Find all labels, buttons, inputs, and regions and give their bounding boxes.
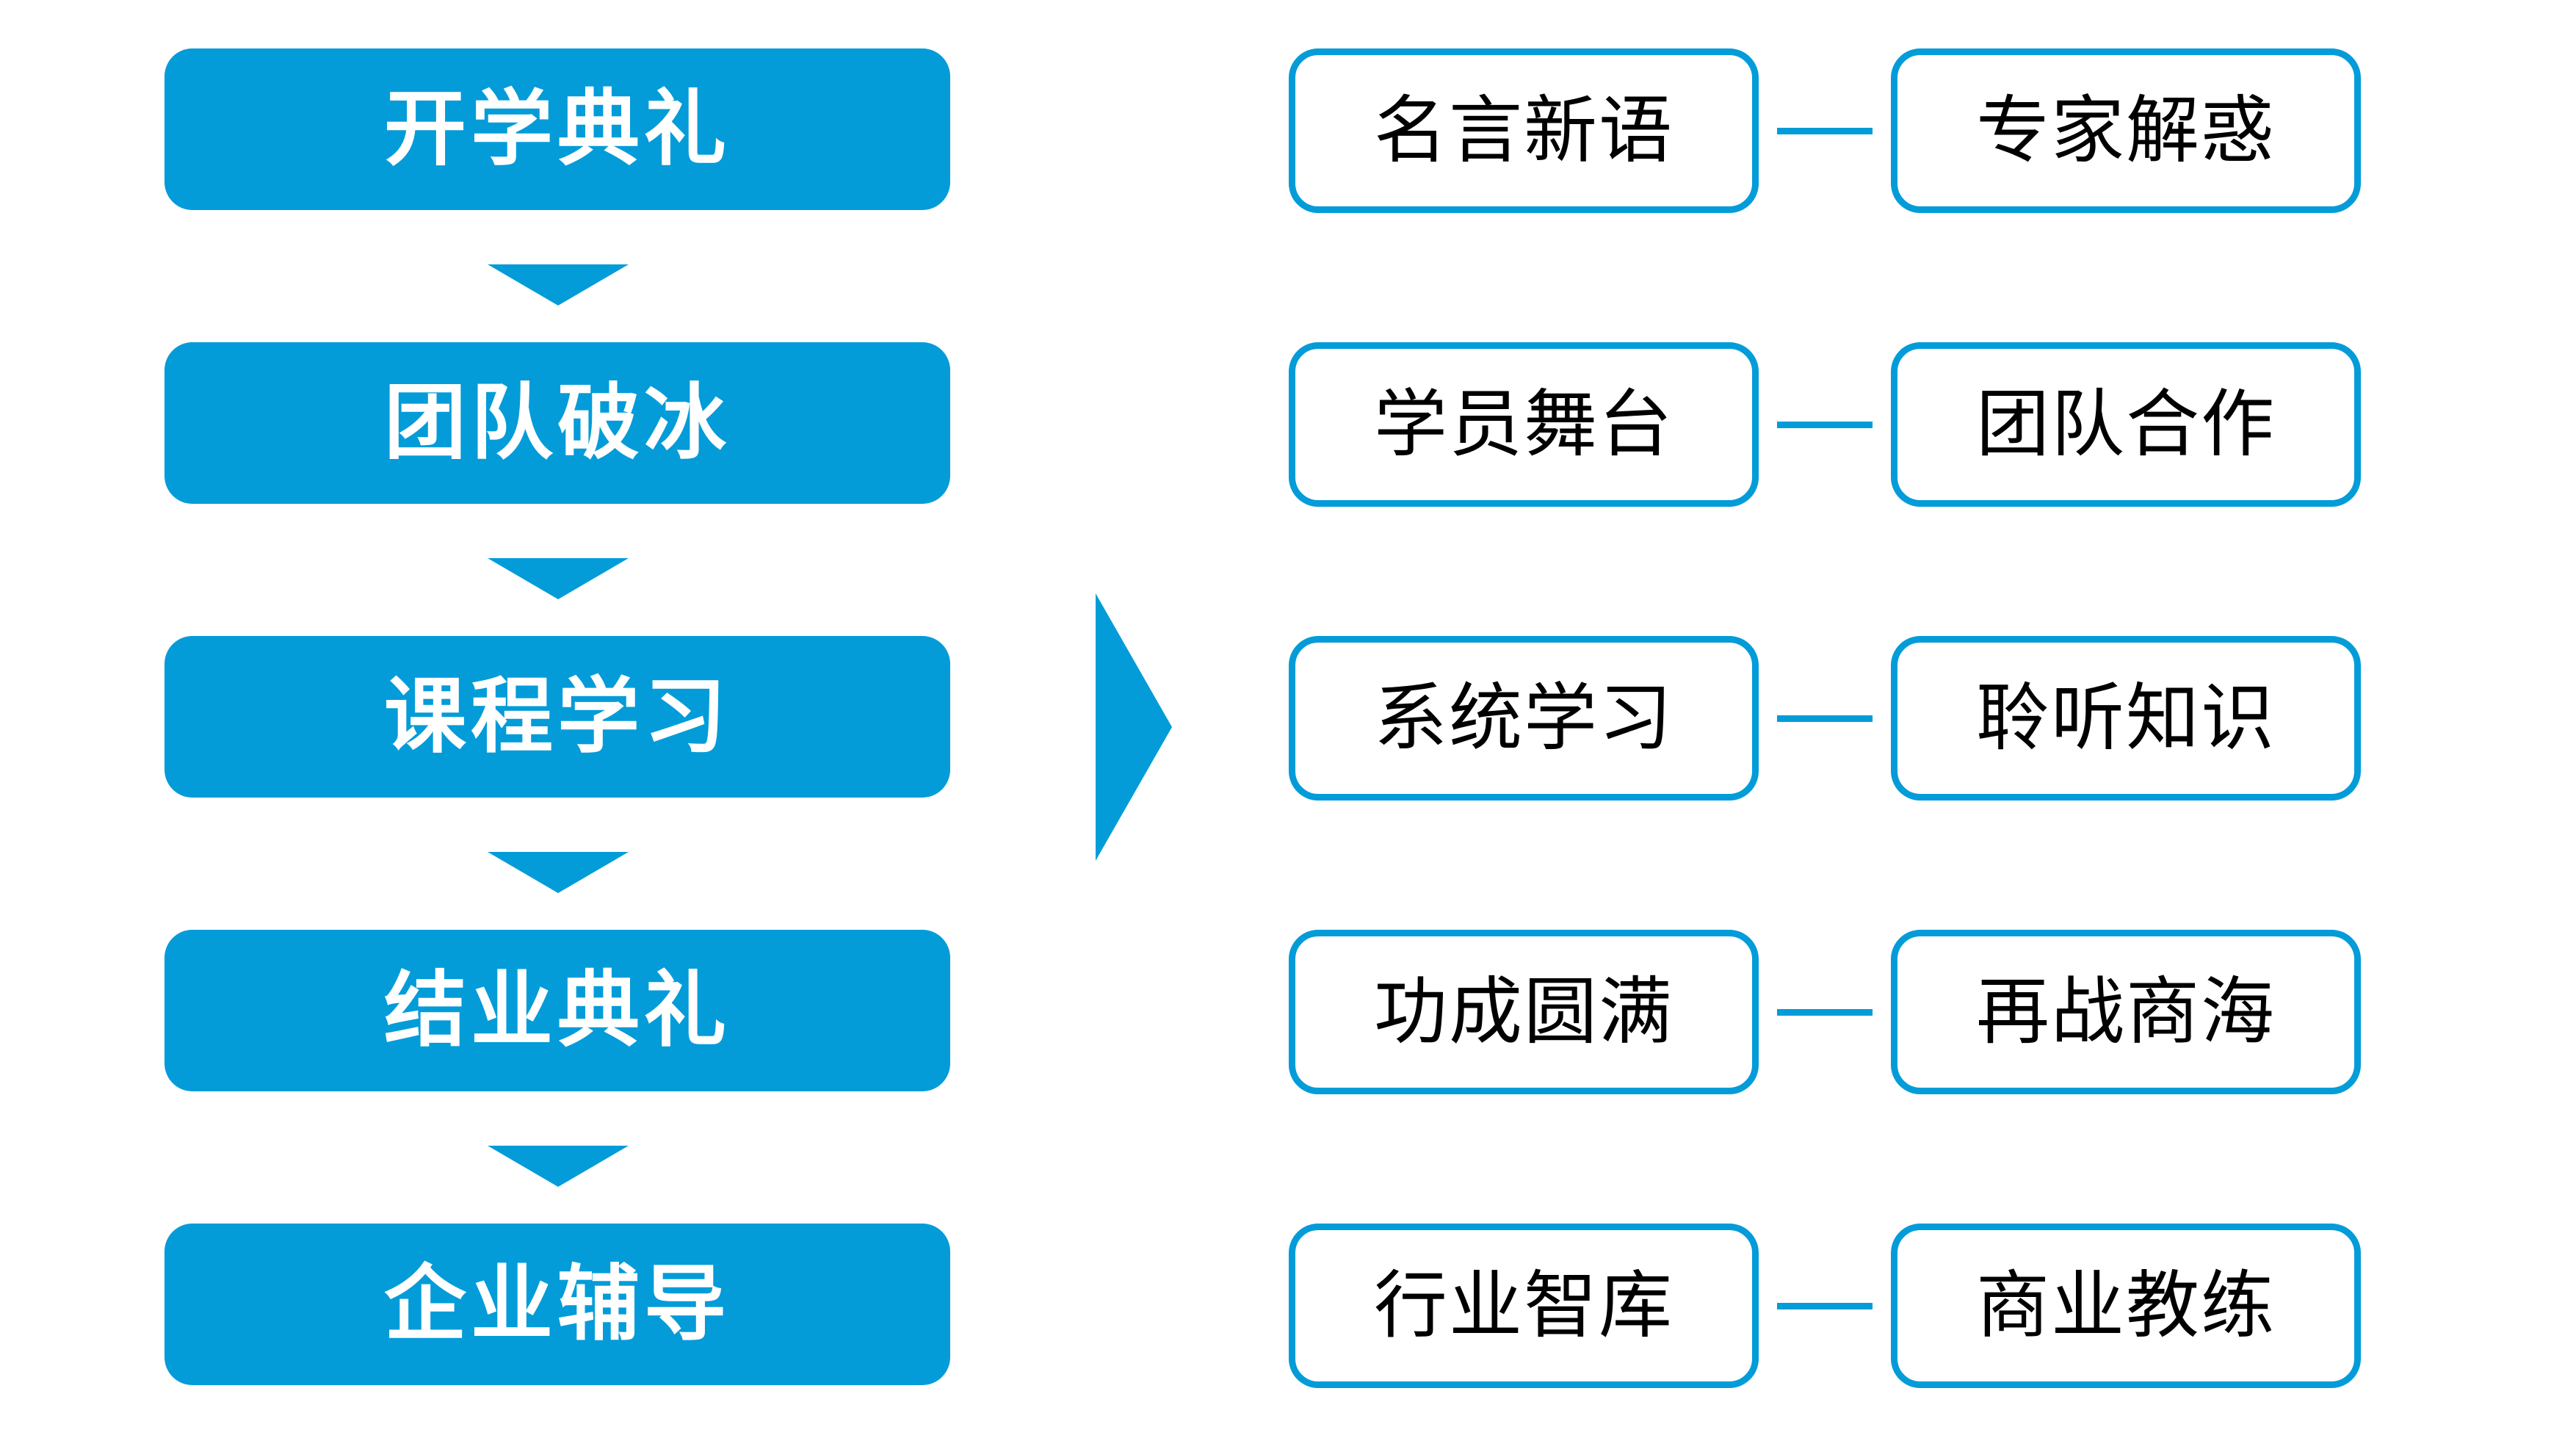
flow-stage-4-label: 结业典礼 [384, 964, 731, 1056]
flow-stage-2[interactable]: 团队破冰 [164, 342, 950, 504]
detail-row-4-left[interactable]: 功成圆满 [1289, 930, 1759, 1094]
detail-row-3-left-label: 系统学习 [1374, 677, 1674, 759]
down-triangle-icon-2 [488, 558, 629, 599]
detail-row-4-right[interactable]: 再战商海 [1891, 930, 2361, 1094]
down-triangle-icon-4 [488, 1146, 629, 1187]
flow-stage-3-label: 课程学习 [384, 671, 731, 762]
detail-row-3-right[interactable]: 聆听知识 [1891, 636, 2361, 801]
down-triangle-icon-3 [488, 852, 629, 893]
detail-row-3-left[interactable]: 系统学习 [1289, 636, 1759, 801]
detail-row-1-right-label: 专家解惑 [1976, 90, 2276, 172]
detail-row-1-right[interactable]: 专家解惑 [1891, 48, 2361, 213]
detail-row-4-left-label: 功成圆满 [1374, 971, 1674, 1053]
horizontal-line-icon-4 [1777, 1008, 1873, 1016]
flow-stage-4[interactable]: 结业典礼 [164, 930, 950, 1091]
detail-row-3: 系统学习 聆听知识 [1289, 636, 2464, 801]
detail-row-2: 学员舞台 团队合作 [1289, 342, 2464, 507]
detail-row-5: 行业智库 商业教练 [1289, 1224, 2464, 1388]
detail-row-5-right-label: 商业教练 [1976, 1265, 2276, 1347]
horizontal-line-icon-3 [1777, 715, 1873, 722]
detail-row-1-left-label: 名言新语 [1374, 90, 1674, 172]
flow-stage-5[interactable]: 企业辅导 [164, 1224, 950, 1385]
detail-row-2-right-label: 团队合作 [1976, 383, 2276, 466]
right-triangle-arrow-icon [1096, 593, 1172, 861]
detail-row-4-right-label: 再战商海 [1976, 971, 2276, 1053]
horizontal-line-icon-1 [1777, 127, 1873, 134]
detail-row-2-right[interactable]: 团队合作 [1891, 342, 2361, 507]
detail-row-5-right[interactable]: 商业教练 [1891, 1224, 2361, 1388]
down-triangle-icon-1 [488, 264, 629, 306]
detail-row-4: 功成圆满 再战商海 [1289, 930, 2464, 1094]
horizontal-line-icon-2 [1777, 421, 1873, 428]
detail-row-1-left[interactable]: 名言新语 [1289, 48, 1759, 213]
flow-stage-1-label: 开学典礼 [384, 83, 731, 175]
horizontal-line-icon-5 [1777, 1302, 1873, 1309]
flow-stage-1[interactable]: 开学典礼 [164, 48, 950, 210]
flow-stage-3[interactable]: 课程学习 [164, 636, 950, 798]
detail-row-2-left[interactable]: 学员舞台 [1289, 342, 1759, 507]
detail-row-5-left-label: 行业智库 [1374, 1265, 1674, 1347]
flow-stage-2-label: 团队破冰 [384, 377, 731, 469]
detail-row-2-left-label: 学员舞台 [1374, 383, 1674, 466]
detail-row-5-left[interactable]: 行业智库 [1289, 1224, 1759, 1388]
detail-row-3-right-label: 聆听知识 [1976, 677, 2276, 759]
detail-row-1: 名言新语 专家解惑 [1289, 48, 2464, 213]
flow-stage-5-label: 企业辅导 [384, 1258, 731, 1350]
